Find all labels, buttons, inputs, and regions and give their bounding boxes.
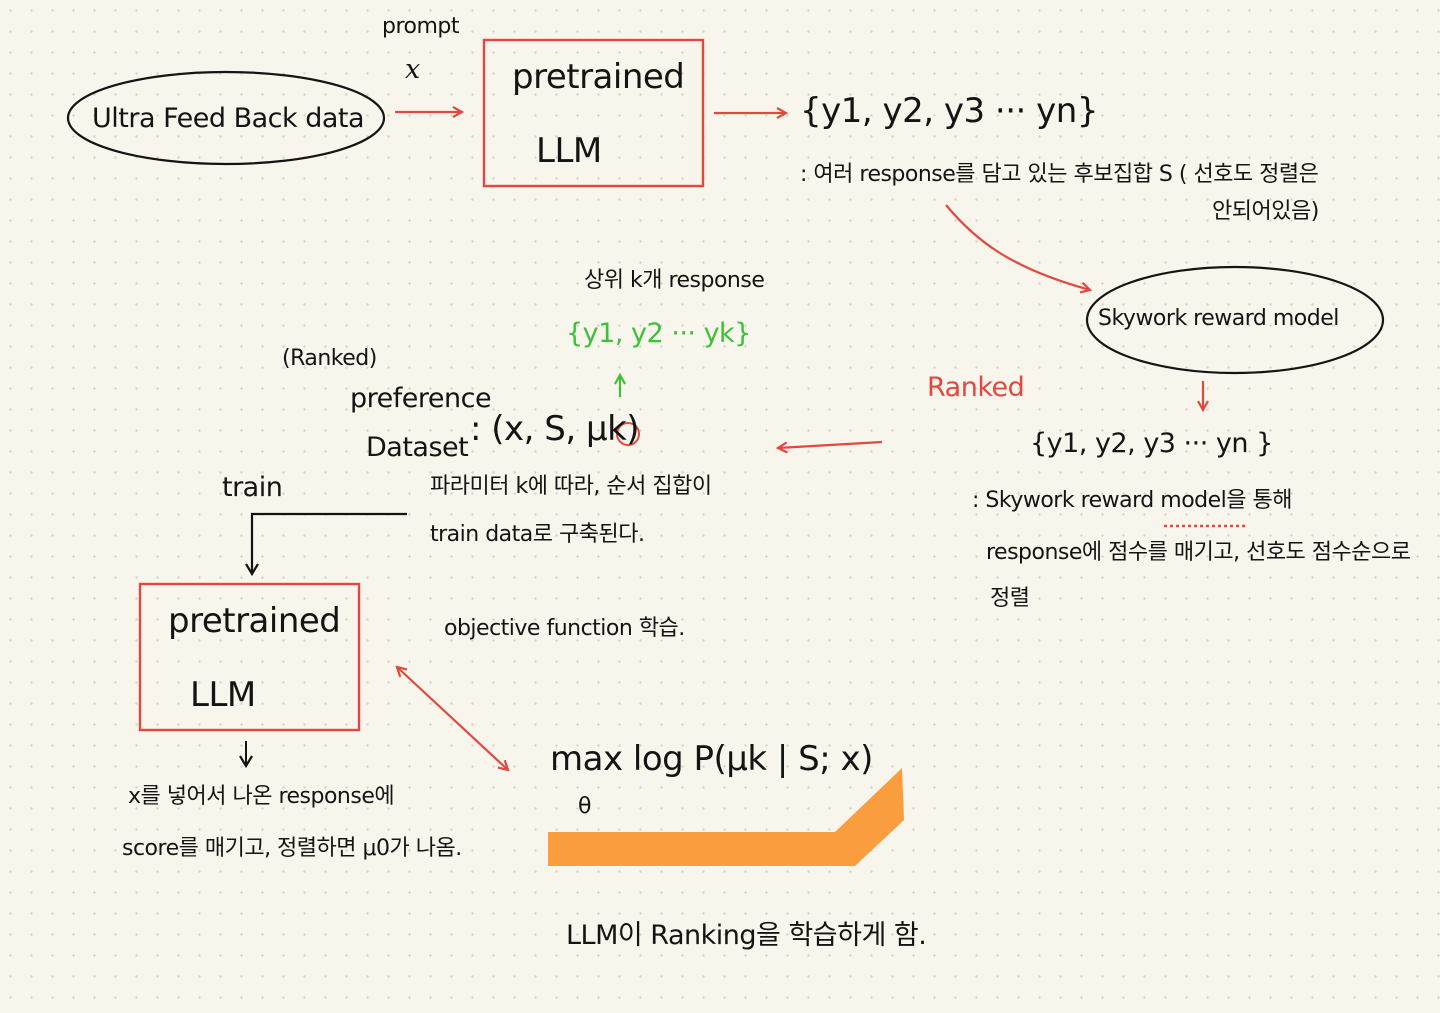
k-circle [616,422,640,446]
ranked-label: Ranked [927,372,1025,403]
train-label: train [222,472,283,503]
topk-label: 상위 k개 response [584,268,765,293]
reward-model-ellipse [1085,265,1385,375]
objective-label: objective function 학습. [444,616,685,641]
top-model-box [482,38,705,188]
dataset-title-line2: Dataset [366,432,469,463]
top-model-line1: pretrained [512,57,685,97]
arrow-responses-to-reward [945,204,1090,290]
prompt-var: x [405,54,420,85]
reward-model-label: Skywork reward model [1098,306,1339,331]
top-model-line2: LLM [536,131,602,171]
source-label: Ultra Feed Back data [92,103,365,134]
responses-set: {y1, y2, y3 ··· yn} [800,91,1098,131]
dataset-desc-line2: train data로 구축된다. [430,522,645,547]
prompt-label: prompt [382,14,460,39]
bottom-model-box [138,582,361,732]
arrow-model-objective [397,667,508,770]
ranked-set: {y1, y2, y3 ··· yn } [1030,428,1273,459]
dataset-desc-line1: 파라미터 k에 따라, 순서 집합이 [430,474,712,499]
ranked-tag: (Ranked) [282,346,377,371]
output-desc-line1: x를 넣어서 나온 response에 [128,784,395,809]
bottom-model-line2: LLM [190,675,256,715]
dataset-title-line1: preference [350,383,492,414]
topk-set: {y1, y2 ··· yk} [566,318,751,349]
train-connector [245,512,407,577]
source-ellipse [66,70,386,166]
dataset-formula: : (x, S, μk) [470,409,640,449]
reward-desc-line3: 정렬 [990,586,1030,611]
reward-desc-line2: response에 점수를 매기고, 선호도 점수순으로 [986,540,1411,565]
objective-formula: max log P(μk | S; x) [550,739,873,779]
highlight-stroke [548,768,904,866]
bottom-model-line1: pretrained [168,601,341,641]
arrow-ranked-to-dataset [778,440,883,448]
summary-text: LLM이 Ranking을 학습하게 함. [566,920,927,951]
reward-desc-line1: : Skywork reward model을 통해 [972,488,1292,513]
responses-desc-line1: : 여러 response를 담고 있는 후보집합 S ( 선호도 정렬은 [800,162,1319,187]
output-desc-line2: score를 매기고, 정렬하면 μ0가 나옴. [122,836,462,861]
objective-subscript: θ [578,794,591,819]
responses-desc-line2: 안되어있음) [1212,199,1319,224]
